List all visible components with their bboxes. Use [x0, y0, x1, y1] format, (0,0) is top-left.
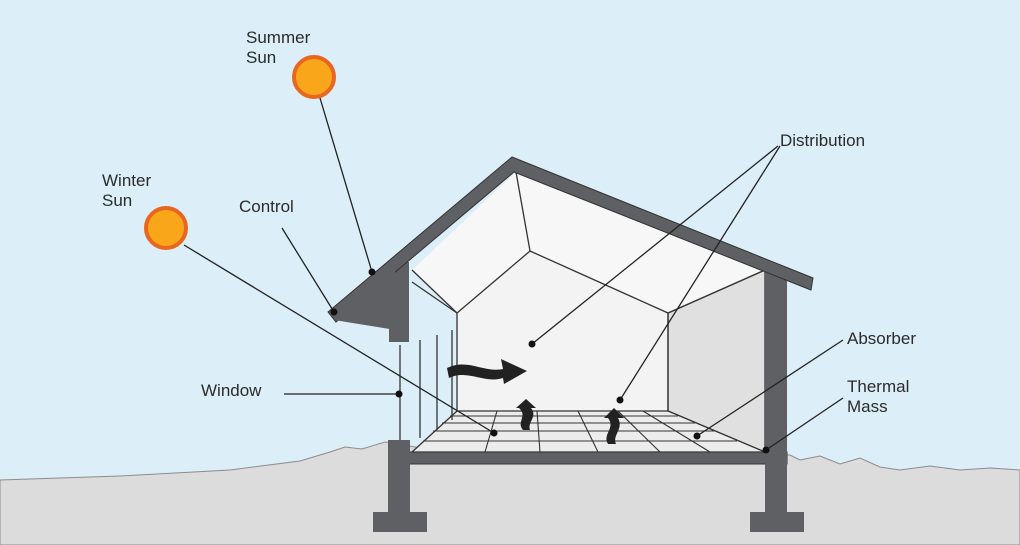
heat-flow-arrow-horizontal	[447, 359, 527, 384]
thermal-mass-label: Thermal Mass	[847, 377, 914, 416]
roof	[327, 156, 814, 323]
winter-sun-icon	[144, 206, 188, 250]
absorber-label: Absorber	[847, 329, 916, 348]
summer-sun-icon	[292, 55, 336, 99]
thermal-mass-label-line2: Mass	[847, 397, 888, 416]
summer-sun-label-line1: Summer	[246, 28, 311, 47]
control-label: Control	[239, 197, 294, 216]
right-footing	[750, 512, 804, 532]
floor-grid	[423, 410, 737, 453]
room-edges	[411, 171, 766, 411]
distribution-label: Distribution	[780, 131, 865, 150]
roof-overhang	[334, 270, 396, 330]
summer-sun-label-line2: Sun	[246, 48, 276, 67]
leader-lines	[183, 97, 844, 451]
right-wall-post	[765, 268, 787, 512]
ceiling	[412, 172, 765, 313]
heat-rise-arrow-right	[604, 408, 624, 444]
window-label: Window	[201, 381, 262, 400]
left-foundation-post	[388, 440, 410, 512]
winter-sun-label-line1: Winter	[102, 171, 151, 190]
summer-sun-label: Summer Sun	[246, 28, 315, 67]
winter-sun-label: Winter Sun	[102, 171, 156, 210]
leader-dots	[330, 268, 770, 454]
winter-sun-label-line2: Sun	[102, 191, 132, 210]
thermal-mass-label-line1: Thermal	[847, 377, 909, 396]
left-footing	[373, 512, 427, 532]
floor-slab	[389, 451, 788, 465]
heat-rise-arrow-left	[516, 399, 536, 430]
